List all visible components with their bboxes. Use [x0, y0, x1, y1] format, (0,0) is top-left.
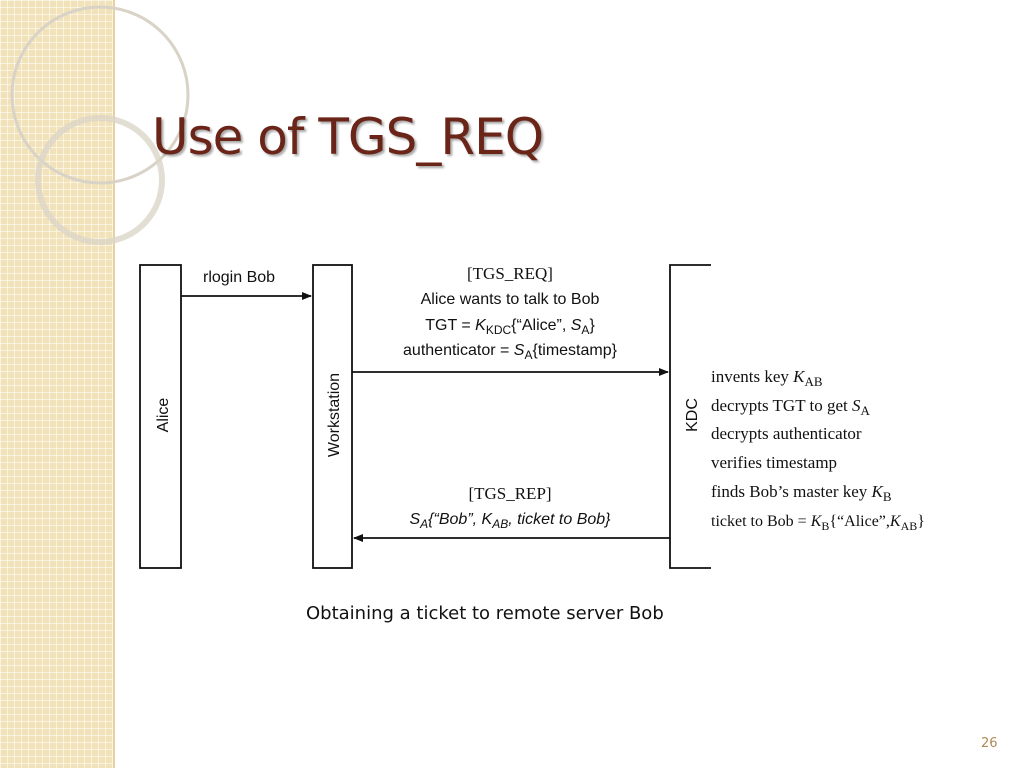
- page-number: 26: [981, 736, 998, 751]
- caption-text: Obtaining a ticket to remote server Bob: [306, 603, 664, 624]
- rlogin-label: rlogin Bob: [203, 269, 275, 286]
- kdc-steps: invents key KAB decrypts TGT to get SA d…: [711, 367, 925, 533]
- workstation-lifeline: [312, 264, 353, 569]
- tgs-rep-content: SA{“Bob”, KAB, ticket to Bob}: [409, 511, 611, 531]
- kerberos-sequence-diagram: Alice Workstation KDC rlogin Bob [TGS_RE…: [139, 264, 925, 569]
- kdc-label: KDC: [684, 398, 701, 432]
- kdc-step-decrypt-authenticator: decrypts authenticator: [711, 424, 862, 443]
- slide-title: Use of TGS_REQ: [152, 108, 544, 166]
- tgs-req-authenticator: authenticator = SA{timestamp}: [403, 342, 618, 362]
- alice-lifeline: [139, 264, 182, 569]
- kdc-lifeline: [669, 264, 711, 569]
- kdc-step-find-master-key: finds Bob’s master key KB: [711, 482, 892, 504]
- alice-label: Alice: [155, 398, 172, 433]
- kdc-step-invent-key: invents key KAB: [711, 367, 823, 389]
- kdc-step-ticket: ticket to Bob = KB{“Alice”,KAB}: [711, 513, 925, 533]
- tgs-req-line1: Alice wants to talk to Bob: [421, 291, 600, 308]
- tgs-req-header: [TGS_REQ]: [467, 264, 553, 283]
- kdc-step-decrypt-tgt: decrypts TGT to get SA: [711, 396, 871, 418]
- kdc-step-verify-timestamp: verifies timestamp: [711, 453, 837, 472]
- tgs-rep-header: [TGS_REP]: [468, 484, 551, 503]
- tgs-req-tgt: TGT = KKDC{“Alice”, SA}: [425, 317, 595, 337]
- workstation-label: Workstation: [326, 373, 343, 457]
